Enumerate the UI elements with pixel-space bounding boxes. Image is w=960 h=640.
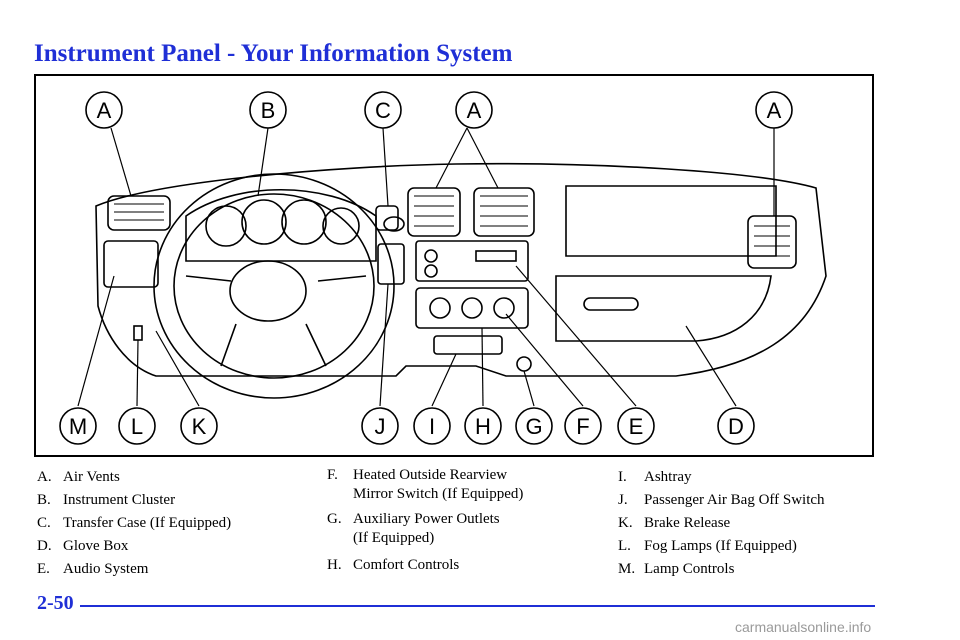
- callout-a-3: A: [767, 98, 782, 123]
- callout-a-2: A: [467, 98, 482, 123]
- legend-text: Instrument Cluster: [63, 492, 176, 508]
- legend-text: Comfort Controls: [353, 557, 460, 573]
- ashtray: [433, 335, 503, 355]
- legend-item: D. Glove Box: [37, 535, 231, 558]
- legend-letter: E.: [37, 561, 50, 577]
- air-bag-off-switch: [377, 243, 405, 285]
- legend-letter: I.: [618, 469, 627, 485]
- legend-column-3: I. Ashtray J. Passenger Air Bag Off Switch…: [618, 466, 825, 581]
- callout-f: F: [576, 414, 589, 439]
- callout-m: M: [69, 414, 87, 439]
- legend-text: Lamp Controls: [644, 561, 735, 577]
- legend-text: Ashtray: [644, 469, 692, 485]
- legend-letter: L.: [618, 538, 631, 554]
- legend-letter: A.: [37, 469, 52, 485]
- legend-item: H. Comfort Controls: [327, 554, 523, 577]
- callout-k: K: [192, 414, 207, 439]
- callout-i: I: [429, 414, 435, 439]
- callout-c: C: [375, 98, 391, 123]
- air-vent-right: [747, 215, 797, 269]
- air-vent-center-right: [473, 187, 535, 237]
- glove-box: [555, 275, 772, 342]
- legend-item: J. Passenger Air Bag Off Switch: [618, 489, 825, 512]
- legend-text: Glove Box: [63, 538, 129, 554]
- audio-system: [415, 240, 529, 282]
- legend-text: Air Vents: [63, 469, 120, 485]
- callout-l: L: [131, 414, 143, 439]
- callout-a-1: A: [97, 98, 112, 123]
- callouts-bottom: [59, 407, 755, 445]
- legend-column-2: F. Heated Outside Rearview Mirror Switch …: [327, 466, 523, 577]
- legend-item: G. Auxiliary Power Outlets (If Equipped): [327, 510, 523, 548]
- legend-text: Transfer Case (If Equipped): [63, 515, 232, 531]
- legend-text: Passenger Air Bag Off Switch: [644, 492, 825, 508]
- callout-j: J: [375, 414, 386, 439]
- legend-column-1: A. Air Vents B. Instrument Cluster C. Trans…: [37, 466, 231, 581]
- legend-letter: J.: [618, 492, 628, 508]
- transfer-case-switch: [375, 205, 399, 231]
- brake-release: [133, 325, 143, 341]
- legend-text: Audio System: [63, 561, 149, 577]
- legend-item: A. Air Vents: [37, 466, 231, 489]
- footer-rule: [80, 605, 875, 607]
- legend-item: C. Transfer Case (If Equipped): [37, 512, 231, 535]
- callout-h: H: [475, 414, 491, 439]
- legend-item: E. Audio System: [37, 558, 231, 581]
- comfort-controls: [415, 287, 529, 329]
- instrument-panel-drawing: A B C A A M L K J I H G F: [59, 91, 827, 445]
- legend-letter: M.: [618, 561, 636, 577]
- legend-text: Auxiliary Power Outlets (If Equipped): [353, 511, 500, 546]
- legend-item: F. Heated Outside Rearview Mirror Switch …: [327, 466, 523, 504]
- dashboard-outline: [95, 162, 827, 377]
- callout-b: B: [261, 98, 276, 123]
- instrument-cluster: [185, 189, 377, 262]
- legend-letter: B.: [37, 492, 51, 508]
- legend-letter: H.: [327, 557, 342, 573]
- legend-item: B. Instrument Cluster: [37, 489, 231, 512]
- page-number: 2-50: [37, 592, 74, 614]
- power-outlet: [516, 356, 532, 372]
- air-vent-left: [107, 195, 171, 231]
- lamp-controls-panel: [103, 240, 159, 288]
- legend-letter: C.: [37, 515, 51, 531]
- legend-text: Brake Release: [644, 515, 731, 531]
- instrument-panel-diagram: A B C A A M L K J I H G F: [34, 74, 874, 457]
- callouts-top: [85, 91, 793, 129]
- watermark: carmanualsonline.info: [735, 619, 872, 635]
- legend-item: L. Fog Lamps (If Equipped): [618, 535, 825, 558]
- callout-e: E: [629, 414, 644, 439]
- callout-g: G: [525, 414, 542, 439]
- legend-letter: F.: [327, 467, 338, 483]
- legend-letter: G.: [327, 511, 342, 527]
- legend-item: I. Ashtray: [618, 466, 825, 489]
- page-title: Instrument Panel - Your Information Syst…: [34, 40, 513, 67]
- legend-letter: K.: [618, 515, 633, 531]
- legend-text: Heated Outside Rearview Mirror Switch (I…: [353, 467, 524, 502]
- legend-item: M. Lamp Controls: [618, 558, 825, 581]
- steering-wheel: [153, 173, 395, 399]
- callout-d: D: [728, 414, 744, 439]
- legend-item: K. Brake Release: [618, 512, 825, 535]
- air-vent-center-left: [407, 187, 461, 237]
- legend-letter: D.: [37, 538, 52, 554]
- legend-text: Fog Lamps (If Equipped): [644, 538, 797, 554]
